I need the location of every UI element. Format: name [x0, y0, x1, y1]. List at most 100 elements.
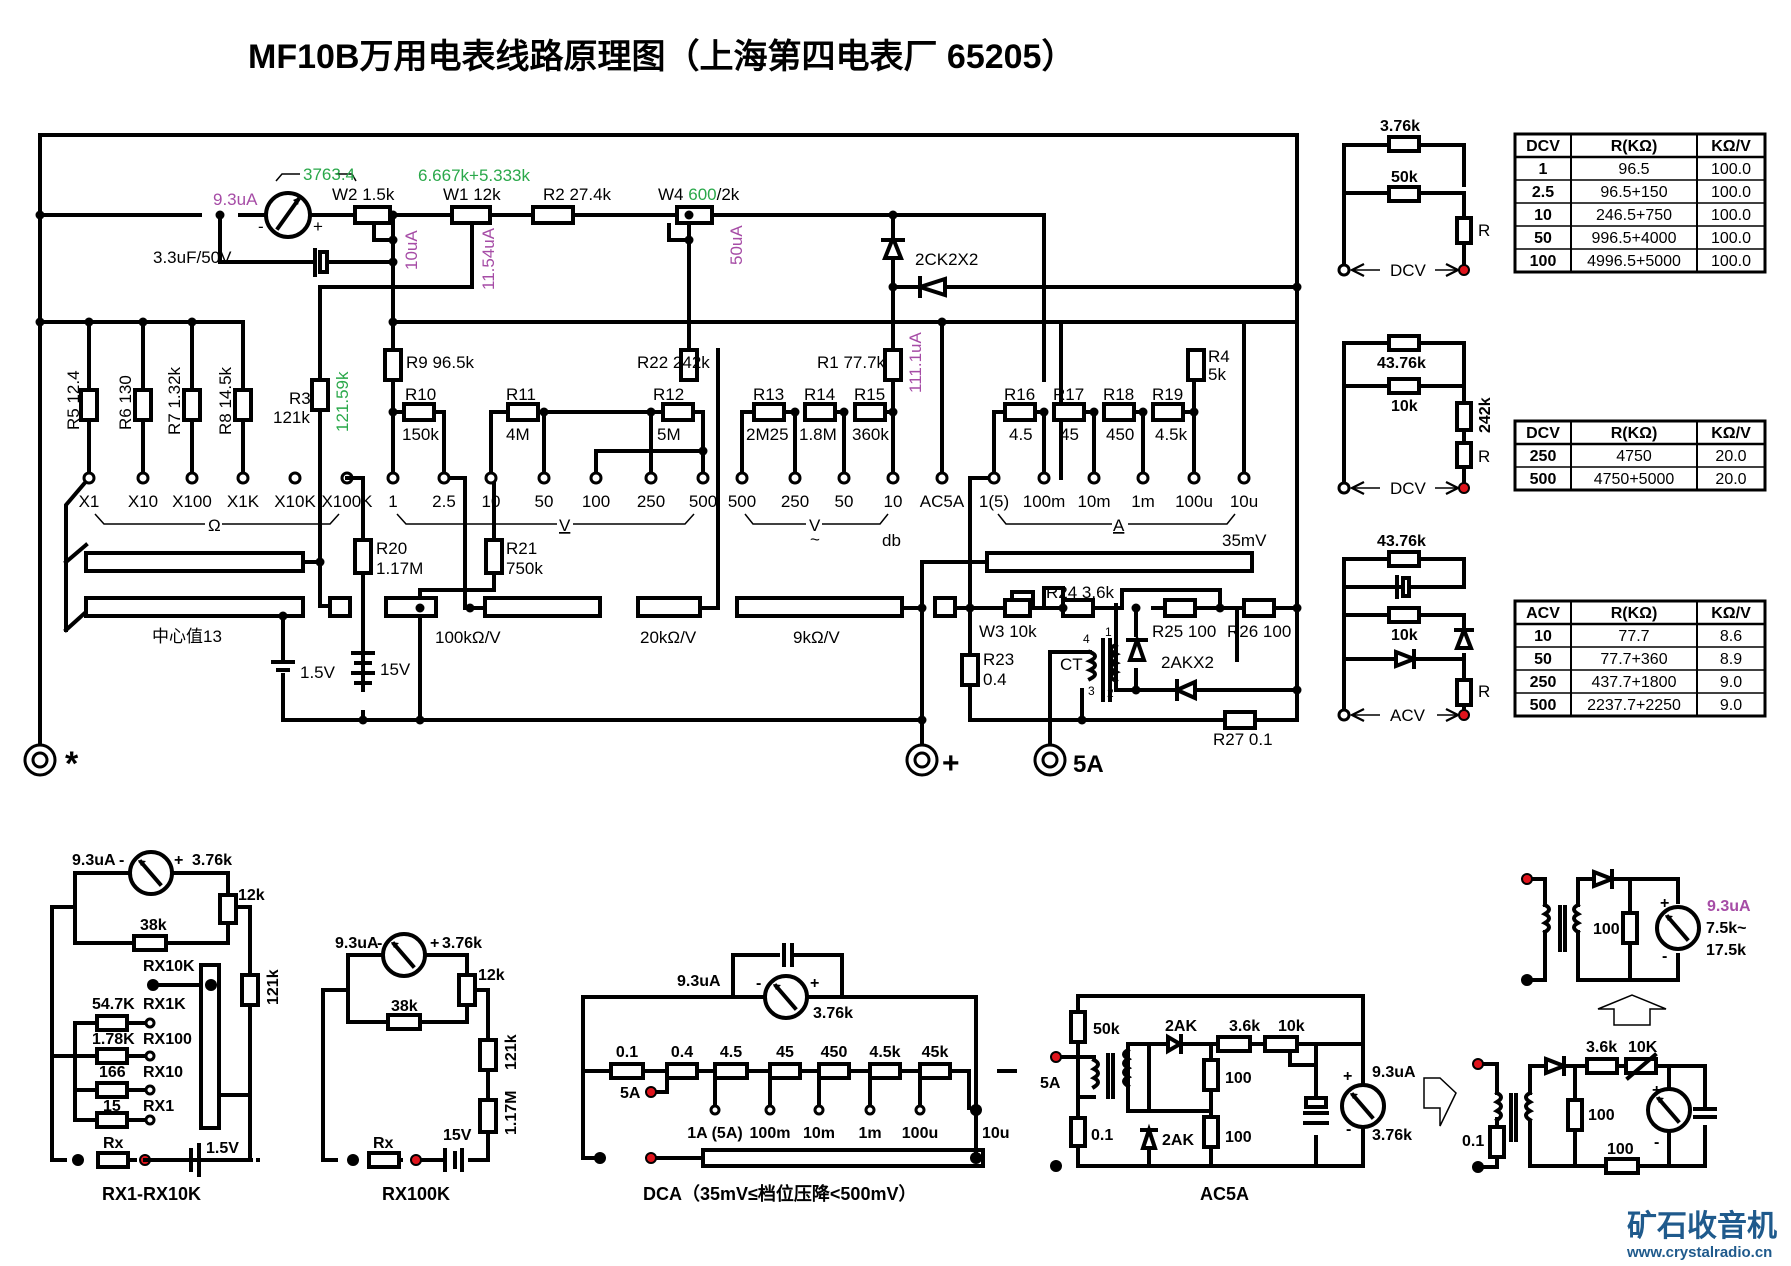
switch-contact-ohm-4[interactable] [288, 471, 302, 485]
dcv1-r-mid: 50k [1391, 169, 1418, 186]
switch-contact-dca-3[interactable] [1136, 471, 1150, 485]
switch-label-acv-2: 50 [835, 492, 854, 511]
group-acv-tilde: ~ [810, 530, 820, 549]
R10-value: 150k [402, 425, 439, 444]
switch-contact-dca-4[interactable] [1187, 471, 1201, 485]
ac5a-r-b: 100 [1225, 1129, 1252, 1146]
ac5a-caption: AC5A [1200, 1184, 1249, 1204]
switch-contact-ohm-2[interactable] [185, 471, 199, 485]
junction-dot [839, 407, 849, 417]
table-cell: 77.7 [1618, 628, 1649, 645]
switch-contact-dca-2[interactable] [1087, 471, 1101, 485]
switch-contact-ohm-1[interactable] [136, 471, 150, 485]
table-cell: 100.0 [1711, 230, 1751, 247]
rx1-battery: 1.5V [206, 1140, 239, 1157]
table-header-cell: KΩ/V [1711, 605, 1751, 622]
dca-tap-label: 1m [858, 1125, 881, 1142]
dca-tap-terminal[interactable] [914, 1104, 926, 1116]
switch-label-dcv-5: 250 [637, 492, 665, 511]
terminal-common[interactable] [23, 743, 57, 777]
switch-contact-acv-2[interactable] [837, 471, 851, 485]
rx100k-caption: RX100K [382, 1184, 450, 1204]
R2-label: R2 27.4k [543, 185, 612, 204]
R12-value: 5M [657, 425, 681, 444]
switch-contact-dca-5[interactable] [1237, 471, 1251, 485]
junction-dot [138, 317, 148, 327]
diodes-2CK2X2 [881, 232, 947, 298]
resistor-R16 [1003, 402, 1037, 422]
switch-label-dcv-0: 1 [388, 492, 397, 511]
junction-dot [388, 257, 398, 267]
R17-value: 45 [1060, 425, 1079, 444]
switch-label-ohm-2: X100 [172, 492, 212, 511]
switch-contact-dca-1[interactable] [1037, 471, 1051, 485]
switch-contact-dcv-6[interactable] [696, 471, 710, 485]
junction-dot [1189, 407, 1199, 417]
switch-contact-acv-0[interactable] [735, 471, 749, 485]
resistor-R22 [679, 348, 699, 382]
R6-label: R6 130 [116, 375, 135, 430]
resistor-R23 [960, 653, 980, 687]
R23-value: 0.4 [983, 670, 1007, 689]
rx1-rx: Rx [103, 1135, 124, 1152]
junction-dot [1292, 603, 1302, 613]
table-header-cell: R(KΩ) [1611, 138, 1658, 155]
dca-tap-terminal[interactable] [709, 1104, 721, 1116]
dca-tap-terminal[interactable] [813, 1104, 825, 1116]
rx100k-r-shunt: 38k [391, 998, 418, 1015]
R21-name: R21 [506, 539, 537, 558]
switch-contact-ac5a[interactable] [935, 471, 949, 485]
R26-label: R26 100 [1227, 622, 1291, 641]
junction-dot [965, 603, 975, 613]
W4-label: W4 600/2k [658, 185, 740, 204]
dcv2-label: DCV [1390, 479, 1427, 498]
switch-contact-dcv-0[interactable] [386, 471, 400, 485]
junction-dot [539, 407, 549, 417]
switch-label-dca-2: 10m [1077, 492, 1110, 511]
switch-contact-dcv-1[interactable] [437, 471, 451, 485]
rx1-rx10k-circuit: 9.3uA - + 3.76k 12k 38k 121k RX10K 54.7K… [50, 850, 282, 1204]
R14-name: R14 [804, 385, 835, 404]
dcv2-r-mid: 10k [1391, 398, 1418, 415]
center-value-label: 中心值13 [152, 627, 222, 646]
switch-contact-acv-1[interactable] [788, 471, 802, 485]
ac5a-r-a: 100 [1225, 1070, 1252, 1087]
group-dca-note: 35mV [1222, 531, 1267, 550]
table-header-cell: DCV [1526, 138, 1560, 155]
terminal-plus[interactable] [905, 743, 939, 777]
equiv-top-r: 100 [1593, 921, 1620, 938]
switch-contact-dcv-4[interactable] [589, 471, 603, 485]
junction-dot [388, 235, 398, 245]
switch-contact-ohm-0[interactable] [82, 471, 96, 485]
dca-tap-terminal[interactable] [764, 1104, 776, 1116]
rx100k-r2: 1.17M [503, 1091, 520, 1135]
table-cell: 1 [1539, 161, 1548, 178]
resistor-R7 [182, 388, 202, 422]
R7-label: R7 1.32k [165, 366, 184, 435]
resistor-R10 [402, 402, 436, 422]
meter-minus: - [258, 217, 264, 236]
equiv-bottom-circuit: 3.6k 10K 100 100 0.1 + - [1462, 1039, 1717, 1175]
switch-contact-dcv-5[interactable] [644, 471, 658, 485]
watermark-name: 矿石收音机 [1627, 1209, 1777, 1243]
switch-contact-dcv-3[interactable] [537, 471, 551, 485]
dca-tap-terminal[interactable] [864, 1104, 876, 1116]
switch-label-ac5a: AC5A [920, 492, 965, 511]
switch-contact-acv-3[interactable] [886, 471, 900, 485]
rx100k-battery: 15V [443, 1127, 472, 1144]
diodes-2AKX2 [1126, 633, 1197, 702]
terminal-5a[interactable] [1033, 743, 1067, 777]
R3-value: 121k [273, 408, 310, 427]
switch-contact-dca-0[interactable] [987, 471, 1001, 485]
switch-contact-dcv-2[interactable] [484, 471, 498, 485]
rx100k-meter-plus: + [430, 935, 439, 952]
switch-contact-ohm-3[interactable] [236, 471, 250, 485]
junction-dot [187, 317, 197, 327]
dca-tap-label: 100u [902, 1125, 938, 1142]
junction-dot [388, 407, 398, 417]
dca-chain-label: 0.1 [616, 1044, 638, 1061]
dca-chain-label: 45 [776, 1044, 794, 1061]
table-cell: 96.5 [1618, 161, 1649, 178]
rx1-pot: 12k [238, 887, 265, 904]
junction-dot [646, 407, 656, 417]
